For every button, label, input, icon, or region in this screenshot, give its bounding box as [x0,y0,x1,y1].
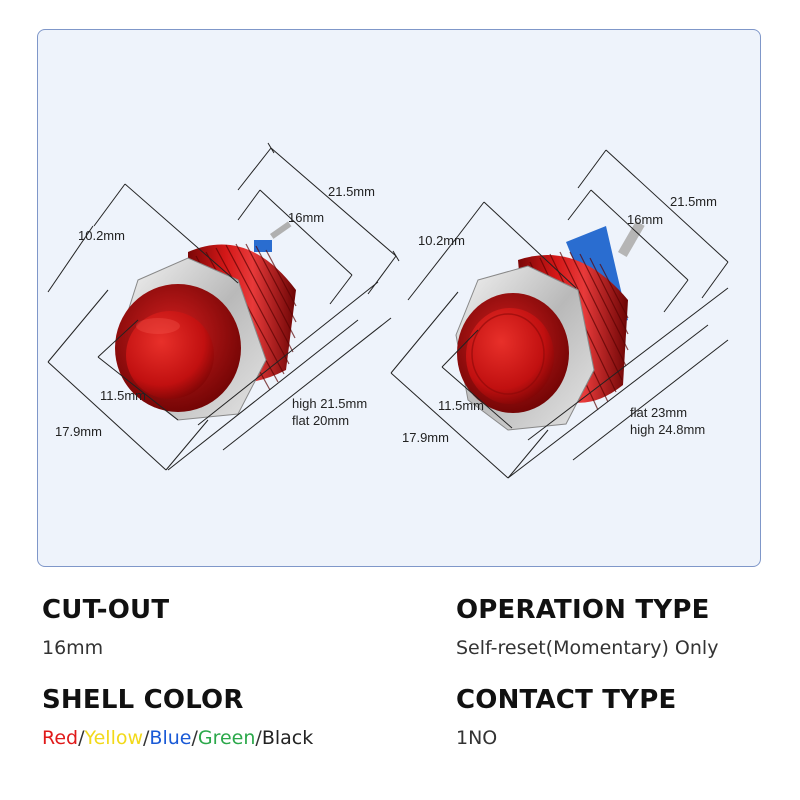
spec-cutout-value: 16mm [42,637,104,659]
shell-color-separator: / [191,727,198,749]
left-bezel-label: 17.9mm [55,424,102,439]
dimension-diagram: 21.5mm 16mm 10.2mm 11.5mm 17.9mm high 21… [47,142,729,479]
spec-operation-title: OPERATION TYPE [456,595,710,625]
spec-contact-title: CONTACT TYPE [456,685,677,715]
right-overall-label: 21.5mm [670,194,717,209]
shell-color-yellow: Yellow [84,727,144,749]
spec-contact-value: 1NO [456,727,498,749]
shell-color-list: Red/Yellow/Blue/Green/Black [42,727,313,749]
shell-color-black: Black [261,727,314,749]
right-nut-label: 10.2mm [418,233,465,248]
product-diagram-panel: 21.5mm 16mm 10.2mm 11.5mm 17.9mm high 21… [37,29,761,567]
left-terminal-pin [270,221,292,239]
left-height-flat-label: flat 20mm [292,413,349,428]
shell-color-separator: / [143,727,150,749]
spec-shell-color: SHELL COLOR Red/Yellow/Blue/Green/Black [42,685,313,749]
spec-operation-value: Self-reset(Momentary) Only [456,637,719,659]
right-button-image [455,220,645,431]
spec-cutout: CUT-OUT 16mm [42,595,169,659]
spec-contact: CONTACT TYPE 1NO [456,685,676,749]
left-thread-label: 16mm [288,210,324,225]
left-cap [126,311,214,399]
right-cap [466,308,554,404]
shell-color-blue: Blue [149,727,192,749]
left-terminal-base [254,240,272,252]
left-nut-label: 10.2mm [78,228,125,243]
left-head-label: 11.5mm [100,388,146,403]
right-thread-label: 16mm [627,212,663,227]
left-overall-label: 21.5mm [328,184,375,199]
left-dimension-lines [47,142,400,471]
spec-operation: OPERATION TYPE Self-reset(Momentary) Onl… [456,595,718,659]
right-bezel-label: 17.9mm [402,430,449,445]
right-height-flat-label: flat 23mm [630,405,687,420]
shell-color-red: Red [42,727,79,749]
spec-cutout-title: CUT-OUT [42,595,170,625]
spec-shell-color-title: SHELL COLOR [42,685,244,715]
left-height-high-label: high 21.5mm [292,396,367,411]
right-terminal-pin [618,220,645,257]
right-height-high-label: high 24.8mm [630,422,705,437]
right-dimension-lines [390,149,729,479]
shell-color-green: Green [197,727,256,749]
left-button-image [115,221,297,421]
right-head-label: 11.5mm [438,398,484,413]
shell-color-separator: / [255,727,262,749]
shell-color-separator: / [78,727,85,749]
